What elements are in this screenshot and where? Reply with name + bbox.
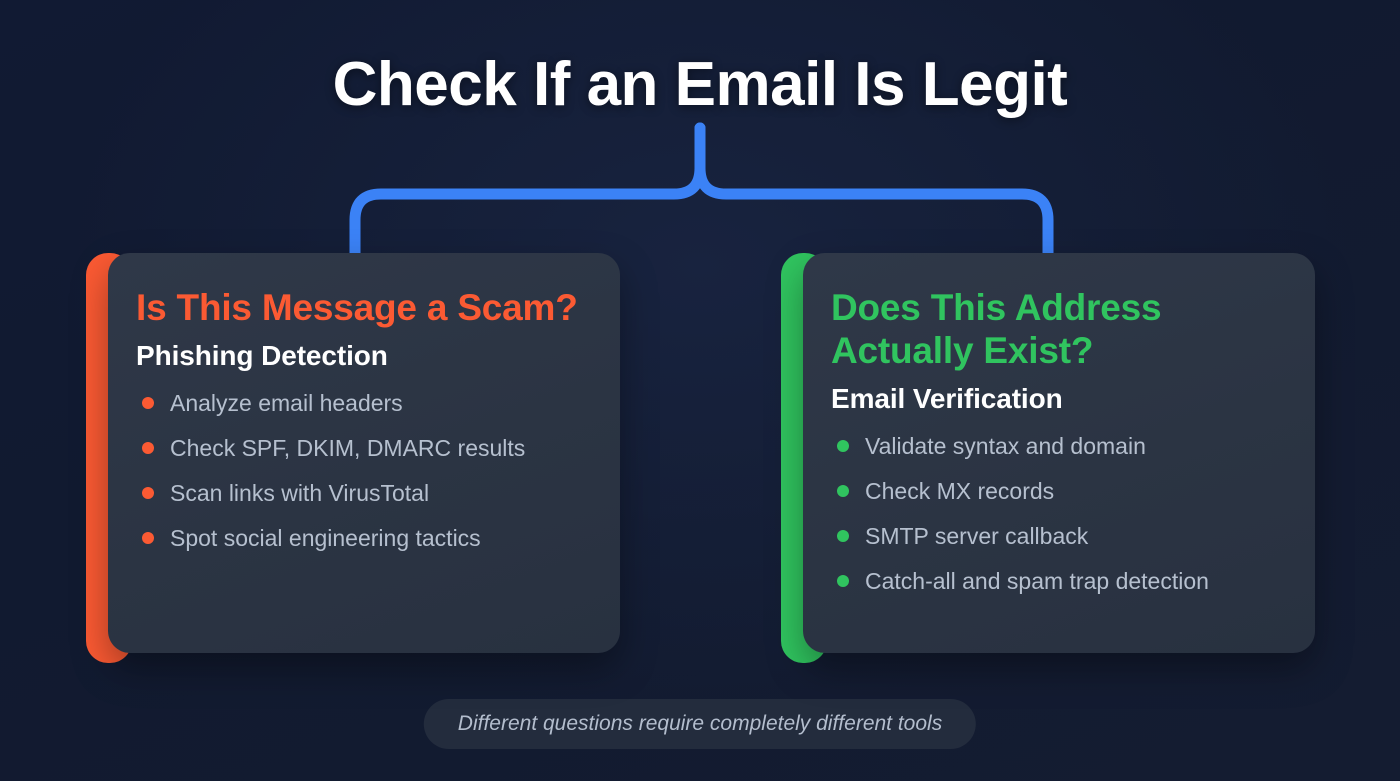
bullet-dot-icon	[837, 529, 849, 542]
list-item-label: Spot social engineering tactics	[170, 524, 481, 551]
footer-caption: Different questions require completely d…	[423, 699, 977, 749]
card-email-verification: Does This Address Actually Exist? Email …	[781, 253, 1315, 663]
list-item: Validate syntax and domain	[831, 432, 1285, 459]
card-phishing-detection: Is This Message a Scam? Phishing Detecti…	[86, 253, 620, 663]
bracket-connector-icon	[349, 122, 1054, 260]
list-item: Check SPF, DKIM, DMARC results	[136, 434, 590, 461]
list-item-label: Scan links with VirusTotal	[170, 479, 430, 506]
list-item: Spot social engineering tactics	[136, 524, 590, 551]
list-item: Catch-all and spam trap detection	[831, 567, 1285, 594]
list-item: Scan links with VirusTotal	[136, 479, 590, 506]
bullet-list-left: Analyze email headers Check SPF, DKIM, D…	[136, 389, 590, 551]
list-item: SMTP server callback	[831, 522, 1285, 549]
card-body-right: Does This Address Actually Exist? Email …	[803, 253, 1315, 653]
list-item: Analyze email headers	[136, 389, 590, 416]
bullet-list-right: Validate syntax and domain Check MX reco…	[831, 432, 1285, 594]
bullet-dot-icon	[142, 486, 154, 499]
list-item-label: Validate syntax and domain	[865, 432, 1146, 459]
list-item-label: Analyze email headers	[170, 389, 403, 416]
list-item-label: Check SPF, DKIM, DMARC results	[170, 434, 526, 461]
bullet-dot-icon	[837, 439, 849, 452]
list-item: Check MX records	[831, 477, 1285, 504]
bullet-dot-icon	[142, 396, 154, 409]
card-question-right: Does This Address Actually Exist?	[831, 287, 1162, 371]
card-question-left: Is This Message a Scam?	[136, 287, 578, 328]
list-item-label: Catch-all and spam trap detection	[865, 567, 1209, 594]
page-title: Check If an Email Is Legit	[332, 50, 1068, 119]
card-body-left: Is This Message a Scam? Phishing Detecti…	[108, 253, 620, 653]
bullet-dot-icon	[142, 441, 154, 454]
bullet-dot-icon	[837, 574, 849, 587]
card-subtitle-left: Phishing Detection	[136, 339, 388, 371]
bullet-dot-icon	[837, 484, 849, 497]
list-item-label: SMTP server callback	[865, 522, 1089, 549]
list-item-label: Check MX records	[865, 477, 1055, 504]
card-subtitle-right: Email Verification	[831, 382, 1063, 414]
bullet-dot-icon	[142, 531, 154, 544]
